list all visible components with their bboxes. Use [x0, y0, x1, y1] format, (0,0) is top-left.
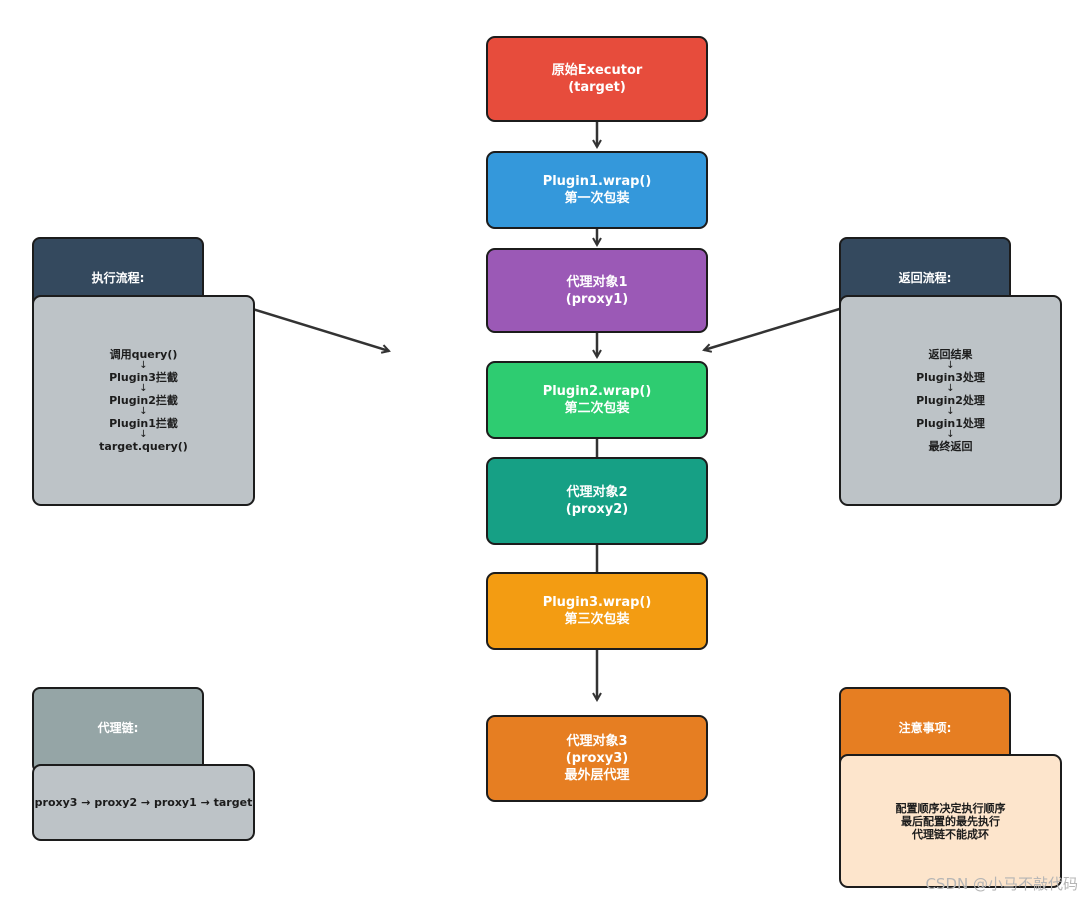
notes-panel-body: 配置顺序决定执行顺序 最后配置的最先执行 代理链不能成环 — [839, 754, 1062, 888]
exec-step-3: Plugin2拦截 — [109, 394, 178, 407]
notes-line-3: 代理链不能成环 — [912, 827, 989, 841]
exec-arrow-3: ↓ — [139, 406, 148, 417]
notes-panel-title-text: 注意事项: — [898, 721, 952, 735]
chain-panel-body: proxy3 → proxy2 → proxy1 → target — [32, 764, 255, 841]
exec-step-2: Plugin3拦截 — [109, 371, 178, 384]
return-step-2: Plugin3处理 — [916, 371, 985, 384]
watermark: CSDN @小马不敲代码 — [925, 875, 1078, 893]
exec-arrow-2: ↓ — [139, 383, 148, 394]
node-plugin2-line-2: 第二次包装 — [564, 401, 630, 416]
node-proxy3-line-1: 代理对象3 — [566, 734, 628, 749]
return-step-5: 最终返回 — [928, 440, 973, 453]
return-step-3: Plugin2处理 — [916, 394, 985, 407]
notes-line-2: 最后配置的最先执行 — [901, 814, 1000, 828]
node-proxy1-line-1: 代理对象1 — [566, 274, 628, 290]
return-arrow-4: ↓ — [946, 429, 955, 440]
chain-panel-title-text: 代理链: — [97, 721, 139, 735]
exec-step-1: 调用query() — [109, 348, 178, 361]
return-arrow-3: ↓ — [946, 406, 955, 417]
node-plugin3-line-2: 第三次包装 — [564, 612, 630, 627]
return-panel-title-text: 返回流程: — [898, 271, 952, 285]
exec-step-4: Plugin1拦截 — [109, 417, 178, 430]
chain-panel-title: 代理链: — [32, 687, 204, 773]
node-plugin1-line-2: 第一次包装 — [564, 191, 630, 206]
node-proxy2: 代理对象2 (proxy2) — [486, 457, 708, 545]
exec-arrow-4: ↓ — [139, 429, 148, 440]
notes-line-1: 配置顺序决定执行顺序 — [895, 801, 1006, 815]
arrow-return-panel — [704, 305, 847, 350]
return-step-1: 返回结果 — [928, 348, 973, 361]
node-plugin1-wrap: Plugin1.wrap() 第一次包装 — [486, 151, 708, 229]
node-plugin3-line-1: Plugin3.wrap() — [542, 595, 652, 610]
node-plugin1-line-1: Plugin1.wrap() — [542, 174, 652, 189]
return-arrow-2: ↓ — [946, 383, 955, 394]
return-panel-body: 返回结果 ↓ Plugin3处理 ↓ Plugin2处理 ↓ Plugin1处理… — [839, 295, 1062, 506]
return-arrow-1: ↓ — [946, 360, 955, 371]
return-step-4: Plugin1处理 — [916, 417, 985, 430]
node-executor-line-2: (target) — [568, 80, 626, 95]
node-proxy3-line-2: (proxy3) — [565, 751, 629, 766]
node-proxy3-line-3: 最外层代理 — [564, 768, 630, 783]
exec-arrow-1: ↓ — [139, 360, 148, 371]
node-executor-line-1: 原始Executor — [551, 63, 643, 78]
node-plugin2-wrap: Plugin2.wrap() 第二次包装 — [486, 361, 708, 439]
node-proxy3: 代理对象3 (proxy3) 最外层代理 — [486, 715, 708, 802]
exec-step-5: target.query() — [99, 440, 188, 453]
chain-text: proxy3 → proxy2 → proxy1 → target — [34, 796, 253, 809]
node-proxy1: 代理对象1 (proxy1) — [486, 248, 708, 333]
node-proxy2-line-1: 代理对象2 — [566, 485, 628, 500]
node-plugin2-line-1: Plugin2.wrap() — [542, 384, 652, 399]
node-proxy2-line-2: (proxy2) — [565, 502, 629, 517]
node-proxy1-line-2: (proxy1) — [565, 291, 629, 307]
node-plugin3-wrap: Plugin3.wrap() 第三次包装 — [486, 572, 708, 650]
exec-panel-title-text: 执行流程: — [91, 271, 145, 285]
node-executor: 原始Executor (target) — [486, 36, 708, 122]
arrow-exec-panel — [245, 305, 389, 351]
exec-panel-body: 调用query() ↓ Plugin3拦截 ↓ Plugin2拦截 ↓ Plug… — [32, 295, 255, 506]
